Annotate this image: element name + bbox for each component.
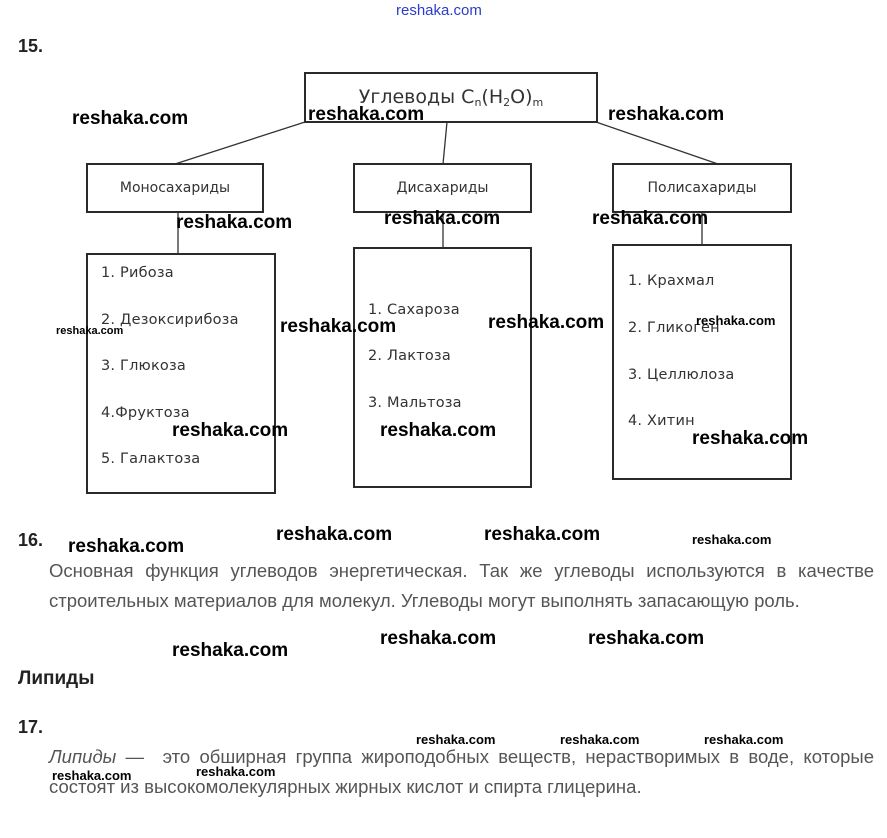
watermark: reshaka.com <box>196 764 276 779</box>
category-box-poly: Полисахариды <box>612 163 792 213</box>
watermark: reshaka.com <box>692 532 772 547</box>
watermark: reshaka.com <box>416 732 496 747</box>
list-item: 5. Галактоза <box>101 451 201 467</box>
root-title: Углеводы Cn(H2O)m <box>358 86 544 109</box>
watermark: reshaka.com <box>384 208 501 229</box>
watermark: reshaka.com <box>560 732 640 747</box>
watermark: reshaka.com <box>56 325 124 337</box>
list-item: 1. Рибоза <box>101 265 174 281</box>
list-item: 3. Глюкоза <box>101 358 186 374</box>
watermark: reshaka.com <box>608 104 725 125</box>
watermark: reshaka.com <box>692 428 809 449</box>
answer-17-text: Липиды — это обширная группа жироподобны… <box>49 742 874 802</box>
definition: это обширная группа жироподобных веществ… <box>49 746 875 797</box>
watermark: reshaka.com <box>696 313 776 328</box>
list-item: 4. Хитин <box>628 413 695 429</box>
watermark: reshaka.com <box>380 628 497 649</box>
question-number-15: 15. <box>18 36 44 56</box>
watermark: reshaka.com <box>72 108 189 129</box>
watermark: reshaka.com <box>276 524 393 545</box>
list-item: 1. Сахароза <box>368 302 460 318</box>
category-title: Дисахариды <box>396 180 489 196</box>
list-item: 2. Дезоксирибоза <box>101 312 239 328</box>
site-link[interactable]: reshaka.com <box>396 2 482 19</box>
watermark: reshaka.com <box>592 208 709 229</box>
watermark: reshaka.com <box>704 732 784 747</box>
category-box-mono: Моносахариды <box>86 163 264 213</box>
list-item: 4.Фруктоза <box>101 405 190 421</box>
watermark: reshaka.com <box>172 420 289 441</box>
term: Липиды <box>49 746 117 767</box>
watermark: reshaka.com <box>380 420 497 441</box>
list-box-poly <box>612 244 792 480</box>
section-title: Липиды <box>18 668 95 689</box>
watermark: reshaka.com <box>588 628 705 649</box>
list-item: 3. Целлюлоза <box>628 367 735 383</box>
watermark: reshaka.com <box>172 640 289 661</box>
list-box-mono <box>86 253 276 494</box>
watermark: reshaka.com <box>68 536 185 557</box>
root-box: Углеводы Cn(H2O)m <box>304 72 598 123</box>
category-title: Полисахариды <box>647 180 757 196</box>
watermark: reshaka.com <box>280 316 397 337</box>
list-item: 1. Крахмал <box>628 273 715 289</box>
watermark: reshaka.com <box>308 104 425 125</box>
question-number-17: 17. <box>18 717 44 737</box>
watermark: reshaka.com <box>176 212 293 233</box>
question-number-16: 16. <box>18 530 44 550</box>
watermark: reshaka.com <box>52 768 132 783</box>
list-item: 2. Гликоген <box>628 320 720 336</box>
list-box-di <box>353 247 532 488</box>
list-item: 3. Мальтоза <box>368 395 462 411</box>
dash: — <box>116 746 163 767</box>
list-item: 2. Лактоза <box>368 348 451 364</box>
category-box-di: Дисахариды <box>353 163 532 213</box>
answer-16-text: Основная функция углеводов энергетическа… <box>49 560 874 611</box>
watermark: reshaka.com <box>484 524 601 545</box>
category-title: Моносахариды <box>119 180 231 196</box>
watermark: reshaka.com <box>488 312 605 333</box>
